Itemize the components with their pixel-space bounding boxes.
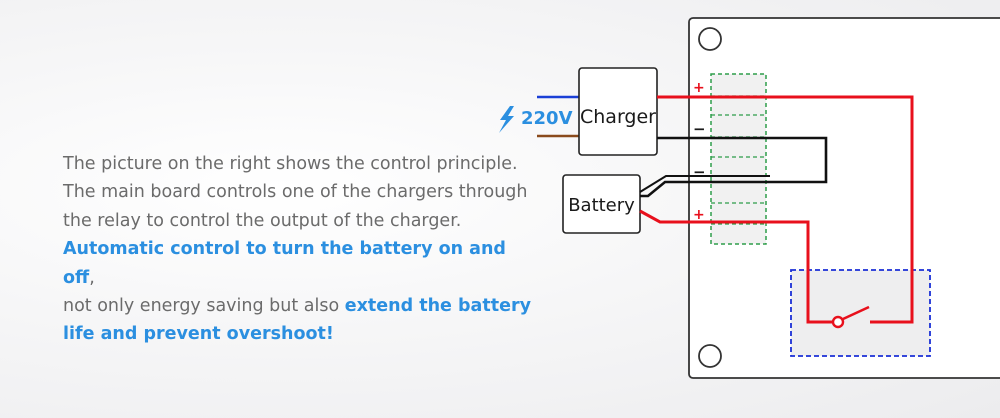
relay-area [790,269,931,357]
charger-label: Charger [580,106,656,128]
lightning-bolt-icon [499,106,514,133]
highlight-auto-control: Automatic control to turn the battery on… [63,239,506,288]
voltage-label: 220V [521,108,573,129]
highlight-prevent-overshoot: life and prevent overshoot! [63,324,334,345]
negative-wire-inner [639,175,770,193]
battery-label: Battery [568,195,635,216]
mounting-hole-bottom [698,344,722,368]
relay-contact [831,315,845,329]
highlight-extend-battery: extend the battery [344,296,531,317]
description-line-2: The main board controls one of the charg… [63,182,528,203]
terminal-block [710,73,767,245]
relay-switch-arm [842,305,870,321]
description-energy-saving: not only energy saving but also [63,296,345,317]
charger-positive-wire [657,95,914,324]
description-line-5: not only energy saving but also extend t… [63,292,533,320]
charger-minus-marker: − [693,120,706,138]
battery-minus-marker: − [693,163,706,181]
description-line-4: Automatic control to turn the battery on… [63,235,533,292]
battery-box [562,174,641,234]
battery-plus-marker: + [693,207,705,223]
charger-plus-marker: + [693,80,705,96]
description-line-1: The picture on the right shows the contr… [63,154,518,174]
mounting-hole-top [698,27,722,51]
description-line-6: life and prevent overshoot! [63,320,533,348]
battery-positive-wire [639,209,832,324]
description-line-3: the relay to control the output of the c… [63,210,462,231]
description-text: The picture on the right shows the contr… [63,150,533,349]
comma: , [89,267,95,288]
negative-wire-outer [640,136,828,198]
charger-box [578,67,658,156]
